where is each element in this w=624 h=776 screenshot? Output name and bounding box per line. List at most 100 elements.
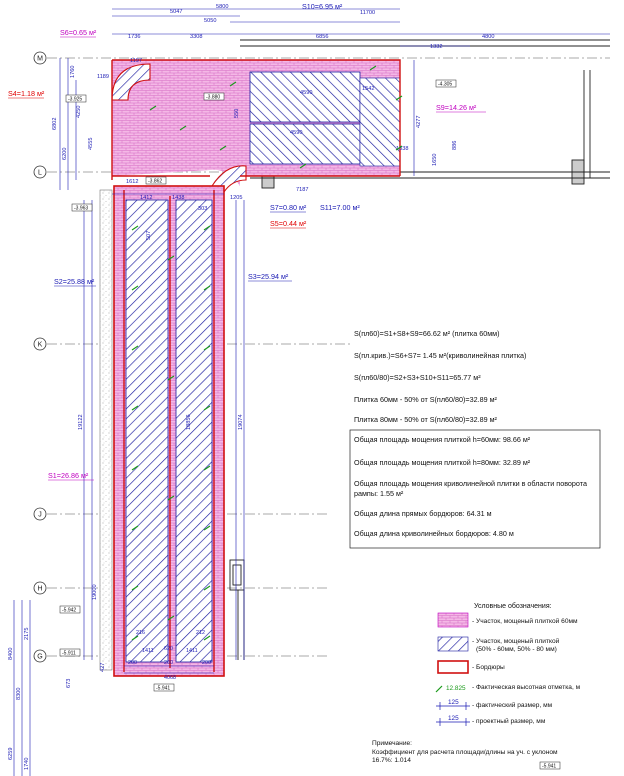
dim-427: 427 xyxy=(100,663,106,672)
summary-line-3: S(пл60/80)=S2+S3+S10+S11=65.77 м² xyxy=(354,373,481,382)
axis-label-g: G xyxy=(37,654,42,661)
legend-swatch-pink xyxy=(437,612,469,628)
dim-1736: 1736 xyxy=(128,34,140,40)
dim-1338: 1338 xyxy=(396,146,408,152)
dim-bottom-200-mid: 200 xyxy=(164,660,173,666)
dim-bottom-620: 620 xyxy=(164,646,173,652)
dim-6856: 6856 xyxy=(316,34,328,40)
dim-6259: 6259 xyxy=(8,748,14,760)
dim-303: 303 xyxy=(198,206,207,212)
elev-label-2: -5.911 xyxy=(62,651,76,657)
summary-line-9: Общая длина прямых бордюров: 64.31 м xyxy=(354,509,492,518)
dim-1412: 1412 xyxy=(140,195,152,201)
area-label-s7: S7=0.80 м² xyxy=(270,203,307,212)
dim-8300: 8300 xyxy=(16,688,22,700)
axis-bubbles xyxy=(33,51,47,663)
dim-bottom-4068: 4068 xyxy=(164,675,176,681)
elevation-markers xyxy=(131,65,403,641)
legend-item-actual-dim: - фактический размер, мм xyxy=(472,702,553,709)
dim-1205: 1205 xyxy=(230,195,242,201)
dim-886: 886 xyxy=(452,141,458,150)
dim-673: 673 xyxy=(66,679,72,688)
area-label-s11: S11=7.00 м² xyxy=(320,203,360,212)
axis-label-m: M xyxy=(37,56,43,63)
summary-frames xyxy=(349,429,601,549)
area-label-s2: S2=25.88 м² xyxy=(54,277,95,286)
area-label-s4: S4=1.18 м² xyxy=(8,89,45,98)
legend-item-pink: - Участок, мощеный плиткой 60мм xyxy=(472,618,578,625)
note-line-1: Коэффициент для расчета площади/длины на… xyxy=(372,748,558,756)
note-line-2: 16.7%: 1.014 xyxy=(372,757,411,764)
summary-line-8b: рампы: 1.55 м² xyxy=(354,489,404,498)
legend-item-hatch-detail: (50% - 60мм, 50% - 80 мм) xyxy=(476,646,557,653)
dim-19074: 19074 xyxy=(238,414,244,430)
area-label-s9: S9=14.26 м² xyxy=(436,103,477,112)
kerb-lines xyxy=(111,59,401,672)
axis-label-j: J xyxy=(38,512,42,519)
dim-4590-a: 4590 xyxy=(300,90,312,96)
dim-bottom-1411-r: 1411 xyxy=(186,648,198,654)
dim-bottom-200-r: 200 xyxy=(202,660,211,666)
dim-18856: 18856 xyxy=(186,414,192,430)
dim-1760: 1760 xyxy=(70,66,76,78)
dim-507: 507 xyxy=(146,231,152,240)
summary-line-1: S(пл60)=S1+S8+S9=66.62 м² (плитка 60мм) xyxy=(354,329,500,338)
dim-1650: 1650 xyxy=(432,154,438,166)
dim-550: 550 xyxy=(234,109,240,118)
hatch-zone-s3 xyxy=(175,199,213,663)
elev-label-6: -3.925 xyxy=(68,97,82,103)
summary-line-2: S(пл.крив.)=S6+S7= 1.45 м²(криволинейная… xyxy=(354,351,527,360)
dim-1542: 1542 xyxy=(362,86,374,92)
legend-item-border: - Бордюры xyxy=(472,664,505,671)
dim-6200: 6200 xyxy=(62,148,68,160)
axis-label-l: L xyxy=(38,170,42,177)
dimension-lines xyxy=(13,8,610,776)
elev-label-3: -5.941 xyxy=(156,686,170,692)
dim-1197: 1197 xyxy=(130,58,142,64)
dim-bottom-212: 212 xyxy=(196,630,205,636)
legend-title: Условные обозначения: xyxy=(474,603,552,610)
summary-line-4: Плитка 60мм - 50% от S(пл60/80)=32.89 м² xyxy=(354,395,497,404)
note-block: Примечание: Коэффициент для расчета площ… xyxy=(372,740,558,766)
dim-1332: 1332 xyxy=(430,44,442,50)
dim-4277: 4277 xyxy=(416,116,422,128)
dim-8400: 8400 xyxy=(8,648,14,660)
legend-item-hatch: - Участок, мощеный плиткой xyxy=(472,638,560,645)
elev-label-9: -5.941 xyxy=(542,764,556,770)
legend-swatches xyxy=(435,612,470,726)
summary-line-5: Плитка 80мм - 50% от S(пл60/80)=32.89 м² xyxy=(354,415,497,424)
dim-5050: 5050 xyxy=(204,18,216,24)
summary-line-8: Общая площадь мощения криволинейной плит… xyxy=(354,479,587,488)
legend-item-elevation: - Фактическая высотная отметка, м xyxy=(472,684,581,691)
axis-label-h: H xyxy=(37,586,42,593)
dim-bottom-200-l: 200 xyxy=(128,660,137,666)
dim-7187: 7187 xyxy=(296,187,308,193)
summary-line-6: Общая площадь мощения плиткой h=60мм: 98… xyxy=(354,435,531,444)
dim-1612: 1612 xyxy=(126,179,138,185)
dim-5800: 5800 xyxy=(216,4,228,10)
legend-dim-sample-2: 125 xyxy=(448,715,459,722)
dim-11700: 11700 xyxy=(360,10,375,16)
area-label-s10: S10=6.95 м² xyxy=(302,2,343,11)
area-label-s3: S3=25.94 м² xyxy=(248,272,289,281)
elev-label-1: -5.942 xyxy=(62,608,76,614)
dim-6802: 6802 xyxy=(52,118,58,130)
dim-1438: 1438 xyxy=(172,195,184,201)
dim-4590-b: 4590 xyxy=(290,130,302,136)
dim-3308: 3308 xyxy=(190,34,202,40)
dim-1740: 1740 xyxy=(24,758,30,770)
dim-1189: 1189 xyxy=(97,74,109,80)
curved-paving-nw xyxy=(111,63,151,101)
dim-4800: 4800 xyxy=(482,34,494,40)
elev-label-4: -3.880 xyxy=(206,95,220,101)
legend-item-design-dim: - проектный размер, мм xyxy=(472,718,546,725)
hatch-zone-s9 xyxy=(359,77,401,167)
elev-label-7: -4.305 xyxy=(438,82,452,88)
hatch-zone-s10-b xyxy=(249,123,361,165)
area-label-s1: S1=26.86 м² xyxy=(48,471,89,480)
note-title: Примечание: xyxy=(372,740,412,747)
summary-line-10: Общая длина криволинейных бордюров: 4.80… xyxy=(354,529,514,538)
area-label-s6: S6=0.65 м² xyxy=(60,28,97,37)
dim-4555: 4555 xyxy=(88,138,94,150)
